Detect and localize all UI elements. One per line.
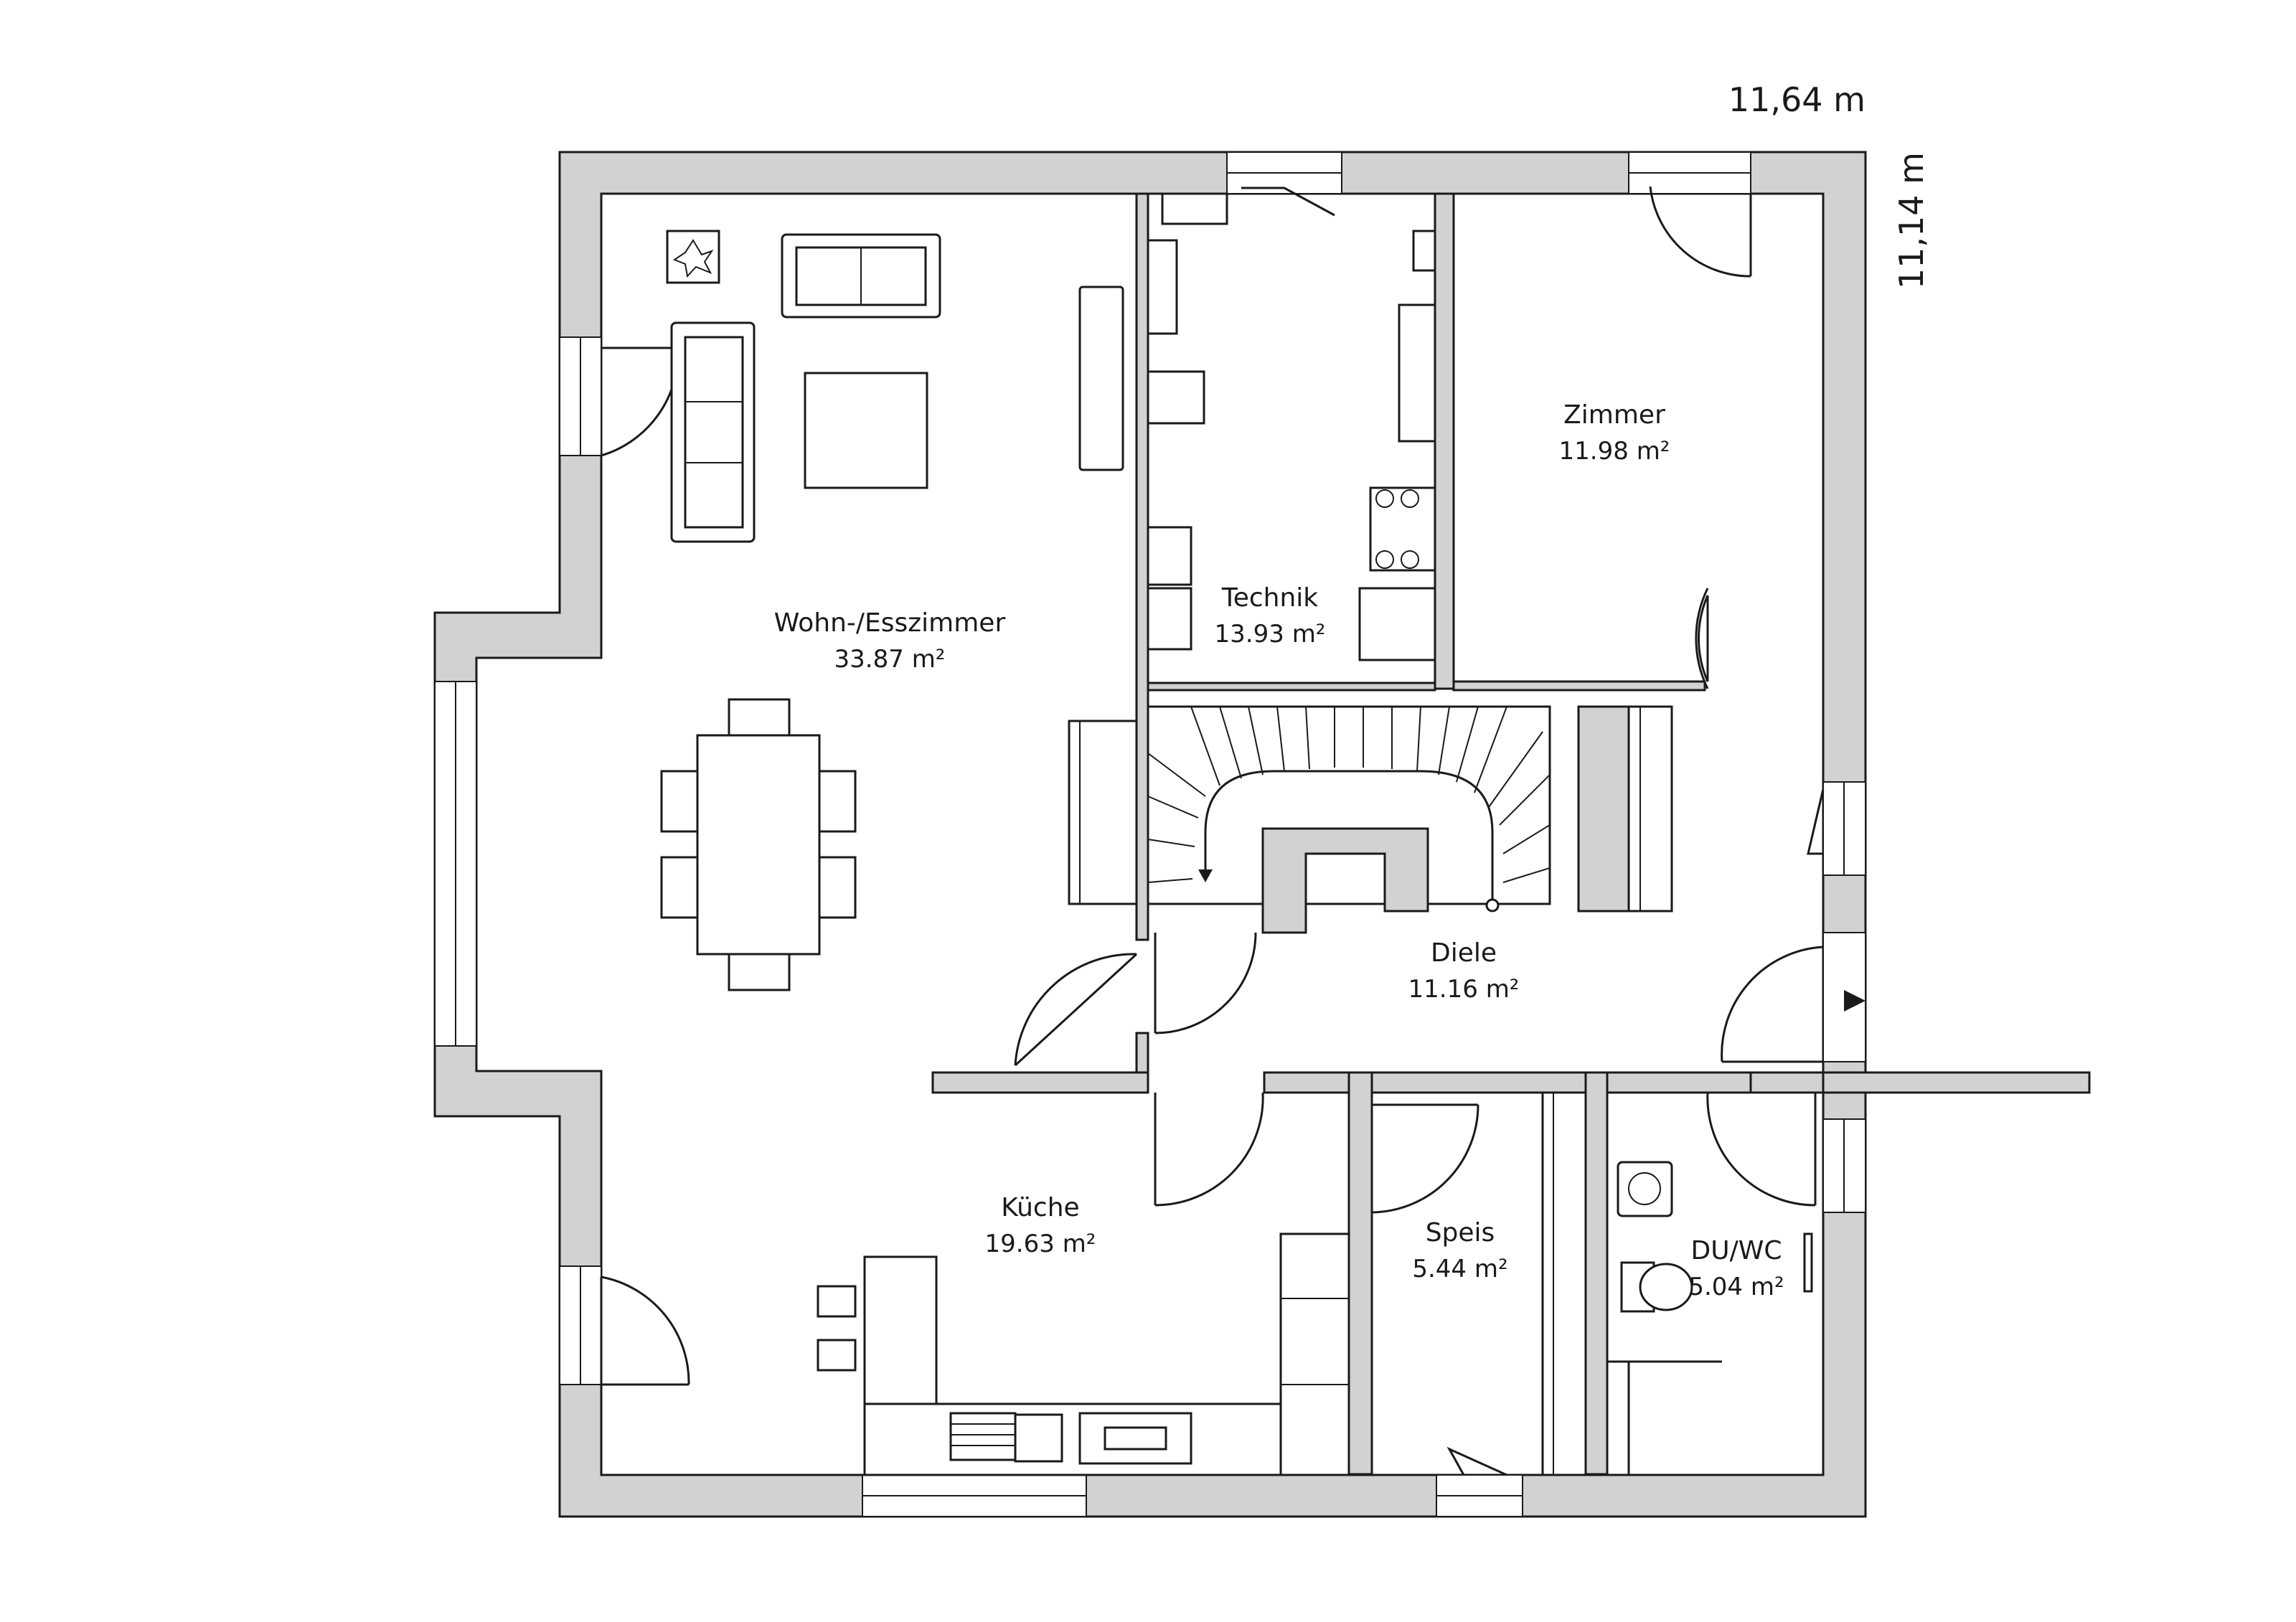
wall-wohn-kueche — [931, 1071, 1149, 1094]
room-area-speis: 5.44 m² — [1412, 1255, 1507, 1283]
wardrobe — [1627, 705, 1673, 913]
stair-core — [1261, 827, 1429, 934]
stair-walk-line — [1204, 770, 1494, 900]
doors — [600, 186, 1866, 1476]
room-area-duwc: 5.04 m² — [1688, 1273, 1784, 1301]
sink-icon — [949, 1412, 1017, 1461]
chair — [728, 698, 791, 737]
stool — [817, 1339, 857, 1372]
room-area-kueche: 19.63 m² — [985, 1230, 1096, 1258]
wall-zimmer-diele — [1452, 680, 1706, 692]
shelf — [1541, 1091, 1587, 1476]
dining-table — [696, 734, 821, 956]
plant-icon — [666, 230, 720, 284]
stair-arrow-icon — [1198, 869, 1213, 882]
wall-technik-stair — [1147, 682, 1436, 692]
entrance-arrow-icon — [1844, 990, 1866, 1012]
boiler — [1369, 486, 1436, 572]
staircase — [1147, 705, 1551, 934]
chair — [818, 770, 857, 833]
room-label-diele: Diele — [1431, 938, 1497, 968]
furniture-technik — [1147, 192, 1436, 661]
chair — [660, 856, 699, 919]
room-label-duwc: DU/WC — [1691, 1236, 1782, 1265]
room-label-technik: Technik — [1221, 583, 1318, 613]
wall-kueche-speis — [1347, 1071, 1373, 1476]
furniture-wohn — [660, 230, 1138, 991]
tall-cabinets — [1279, 1232, 1350, 1476]
room-area-technik: 13.93 m² — [1215, 620, 1326, 649]
wall-technik-zimmer — [1434, 192, 1455, 690]
kitchen-counter — [863, 1402, 1282, 1476]
furniture-kueche — [817, 1232, 1350, 1476]
room-label-speis: Speis — [1426, 1218, 1495, 1248]
wall-speis-duwc — [1584, 1071, 1609, 1476]
dimension-width: 11,64 m — [1728, 80, 1866, 119]
toilet-icon — [1639, 1263, 1693, 1311]
coffee-table — [804, 372, 928, 489]
room-label-kueche: Küche — [1001, 1193, 1079, 1222]
room-area-diele: 11.16 m² — [1408, 975, 1520, 1004]
interior-walls — [931, 192, 2091, 1476]
chair — [660, 770, 699, 833]
kitchen-island — [863, 1255, 938, 1405]
room-area-zimmer: 11.98 m² — [1559, 437, 1670, 466]
stool — [817, 1285, 857, 1318]
furniture-duwc — [1606, 1161, 1813, 1476]
sideboard — [1078, 286, 1124, 471]
room-area-wohn: 33.87 m² — [834, 645, 946, 674]
wall-wohn-technik — [1135, 192, 1149, 941]
dimension-depth: 11,14 m — [1892, 152, 1931, 289]
stair-start-icon — [1485, 898, 1500, 913]
chair — [818, 856, 857, 919]
washbasin-icon — [1617, 1161, 1673, 1217]
furniture-diele — [1627, 705, 1673, 913]
chair — [728, 953, 791, 991]
wall-stair-closet — [1577, 705, 1630, 913]
room-label-zimmer: Zimmer — [1563, 400, 1665, 430]
furniture-speis — [1541, 1091, 1587, 1476]
room-label-wohn: Wohn-/Esszimmer — [774, 608, 1006, 638]
stair-area — [1147, 705, 1551, 905]
